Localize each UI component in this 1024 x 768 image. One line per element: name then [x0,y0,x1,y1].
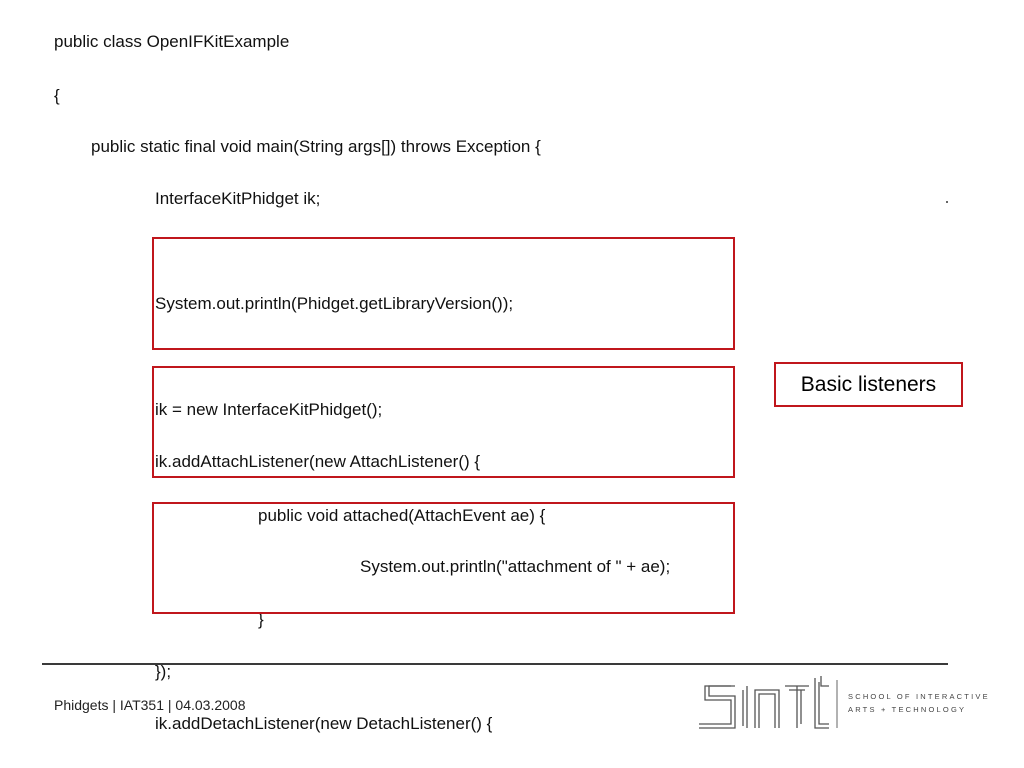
code-line-ik-declaration: InterfaceKitPhidget ik; [155,189,321,208]
code-line-close-brace: } [258,610,264,629]
code-line-new-ik: ik = new InterfaceKitPhidget(); [155,400,383,419]
code-line-close-listener: }); [155,662,172,681]
footer-divider [42,663,948,665]
siat-logo [697,676,997,732]
code-line-add-detach-listener: ik.addDetachListener(new DetachListener(… [155,714,493,733]
callout-basic-listeners: Basic listeners [774,362,963,407]
siat-wordmark-icon [699,676,838,729]
logo-school-name: SCHOOL OF INTERACTIVE [848,692,990,701]
code-line-main-method: public static final void main(String arg… [91,137,541,156]
highlight-box-attached-handler [152,502,735,614]
decorative-dot [946,201,948,203]
code-line-print-attachment: System.out.println("attachment of " + ae… [360,557,671,576]
code-line-print-version: System.out.println(Phidget.getLibraryVer… [155,294,514,313]
code-line-attached-method: public void attached(AttachEvent ae) { [258,506,546,525]
logo-arts-technology: ARTS + TECHNOLOGY [848,705,967,714]
highlight-box-create-attach [152,366,735,478]
code-line-class-decl: public class OpenIFKitExample [54,32,290,51]
highlight-box-version [152,237,735,350]
code-line-add-attach-listener: ik.addAttachListener(new AttachListener(… [155,452,481,471]
code-line-open-brace: { [54,86,60,105]
footer-text: Phidgets | IAT351 | 04.03.2008 [54,697,246,713]
